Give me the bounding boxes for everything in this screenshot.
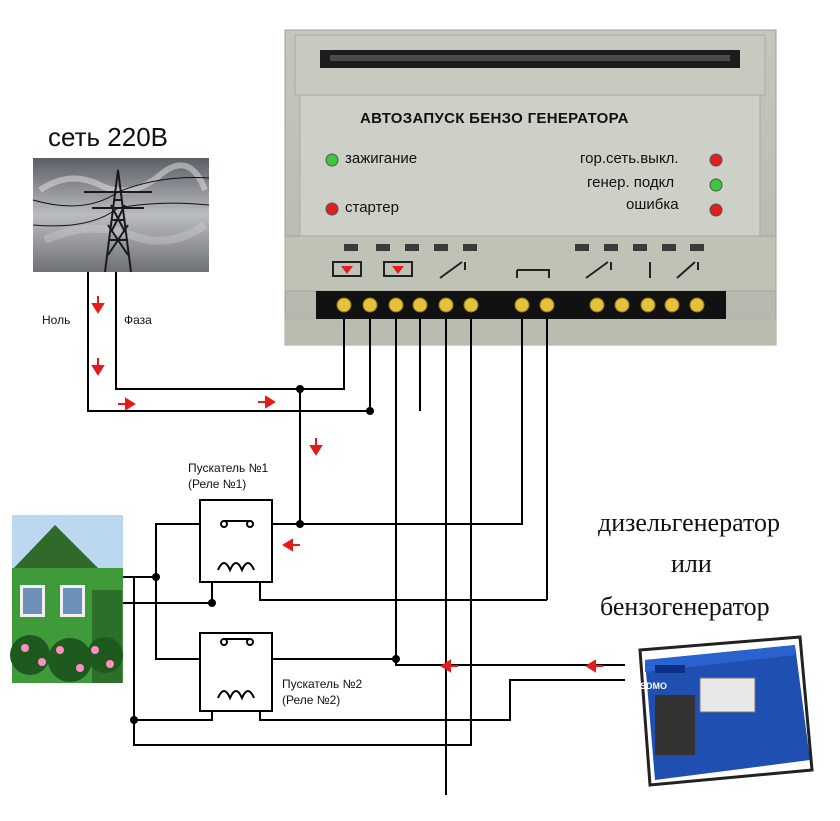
autostart-controller <box>284 29 777 346</box>
generator-label-petrol: бензогенератор <box>600 592 770 621</box>
led-label-starter: стартер <box>345 199 399 216</box>
ignition-led-icon <box>325 153 339 167</box>
phase-label: Фаза <box>124 313 152 327</box>
relay-2-label: Пускатель №2 (Реле №2) <box>282 676 362 708</box>
relay-2-title: Пускатель №2 <box>282 677 363 691</box>
current-arrows <box>91 296 603 673</box>
generator-on-led-icon <box>709 178 723 192</box>
house-photo <box>10 515 123 683</box>
mains-title: сеть 220В <box>48 122 168 152</box>
relay-2 <box>199 632 273 712</box>
led-label-error: ошибка <box>626 196 679 213</box>
mains-off-led-icon <box>709 153 723 167</box>
relay-1-subtitle: (Реле №1) <box>188 477 247 491</box>
generator-label-or: или <box>671 549 712 578</box>
led-label-ignition: зажигание <box>345 150 418 167</box>
led-label-generator-on: генер. подкл <box>587 174 675 191</box>
power-line-photo <box>32 158 210 273</box>
starter-led-icon <box>325 202 339 216</box>
relay-1-title: Пускатель №1 <box>188 461 269 475</box>
led-label-mains-off: гор.сеть.выкл. <box>580 150 679 167</box>
device-title: АВТОЗАПУСК БЕНЗО ГЕНЕРАТОРА <box>360 110 629 127</box>
terminal-screws <box>336 297 705 313</box>
error-led-icon <box>709 203 723 217</box>
relay-1-label: Пускатель №1 (Реле №1) <box>188 460 268 492</box>
relay-1 <box>199 499 273 583</box>
generator-brand: SDMO <box>640 681 667 691</box>
relay-2-subtitle: (Реле №2) <box>282 693 341 707</box>
generator-photo <box>625 635 815 790</box>
junction-dots <box>130 385 400 724</box>
neutral-label: Ноль <box>42 313 71 327</box>
wires <box>87 272 625 795</box>
generator-label-diesel: дизельгенератор <box>598 508 780 537</box>
